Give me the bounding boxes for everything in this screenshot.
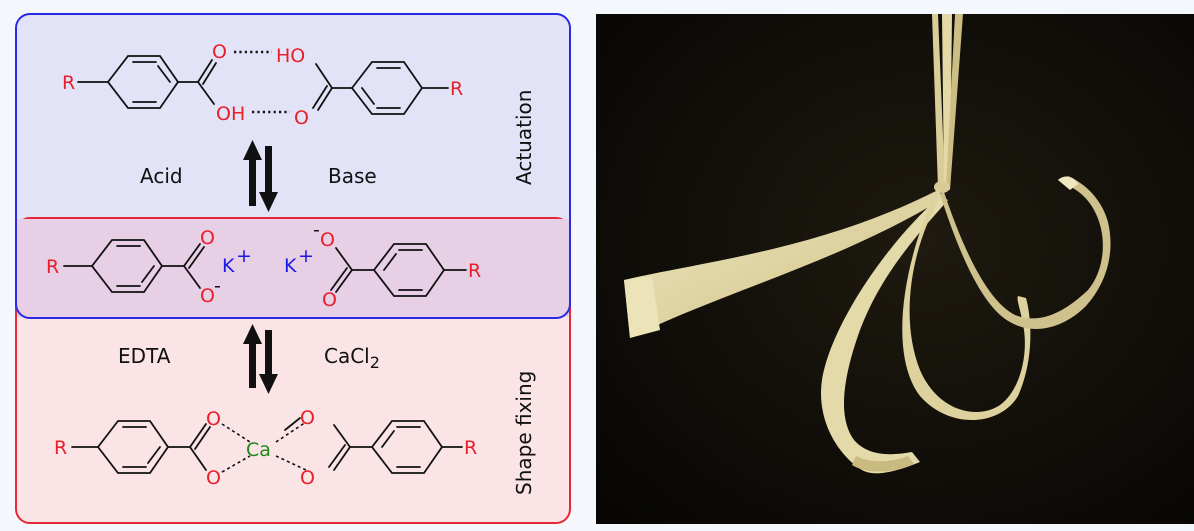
OH-bottom-left: OH — [216, 103, 245, 125]
O-mid-top-left: O — [200, 227, 215, 249]
base-label: Base — [328, 164, 377, 188]
O-top-left: O — [212, 41, 227, 63]
acid-dimer-structure: R R O HO OH O — [62, 41, 463, 129]
HO-top-right: HO — [276, 45, 305, 67]
K-left: K — [222, 255, 235, 277]
edta-label: EDTA — [118, 344, 171, 368]
minus-left: - — [214, 275, 221, 297]
O-bottom-right: O — [294, 107, 309, 129]
calcium-complex-structure: R R O O Ca O O — [54, 407, 477, 489]
top-panel-border — [15, 13, 571, 319]
shape-fixing-label: Shape fixing — [512, 371, 536, 495]
K-right: K — [284, 255, 297, 277]
O-bottom-top-right: O — [300, 407, 315, 429]
actuation-label: Actuation — [512, 90, 536, 185]
O-mid-bottom-left: O — [200, 285, 215, 307]
potassium-carboxylate-structure: R R O O - O - O K + K + — [46, 219, 481, 311]
overlap-region — [17, 219, 569, 317]
acid-label: Acid — [140, 164, 183, 188]
K-left-charge: + — [236, 245, 252, 267]
cacl2-label: CaCl2 — [324, 344, 380, 372]
cacl2-subscript: 2 — [370, 353, 380, 372]
R-left: R — [62, 72, 75, 94]
equilibrium-arrows-top — [243, 140, 278, 212]
R-right: R — [450, 78, 463, 100]
R-mid-right: R — [468, 260, 481, 282]
O-bottom-bottom-left: O — [206, 467, 221, 489]
calcium-atom: Ca — [246, 439, 271, 461]
R-mid-left: R — [46, 256, 59, 278]
K-right-charge: + — [298, 245, 314, 267]
R-bottom-right: R — [464, 437, 477, 459]
ribbon-actuator-photo — [596, 14, 1194, 524]
O-mid-bottom-right: O — [322, 289, 337, 311]
cacl2-main: CaCl — [324, 344, 370, 368]
O-bottom-top-left: O — [206, 408, 221, 430]
O-bottom-bottom-right: O — [300, 467, 315, 489]
O-mid-top-right: O — [320, 229, 335, 251]
minus-right: - — [313, 219, 320, 241]
equilibrium-arrows-bottom — [243, 324, 278, 394]
R-bottom-left: R — [54, 437, 67, 459]
